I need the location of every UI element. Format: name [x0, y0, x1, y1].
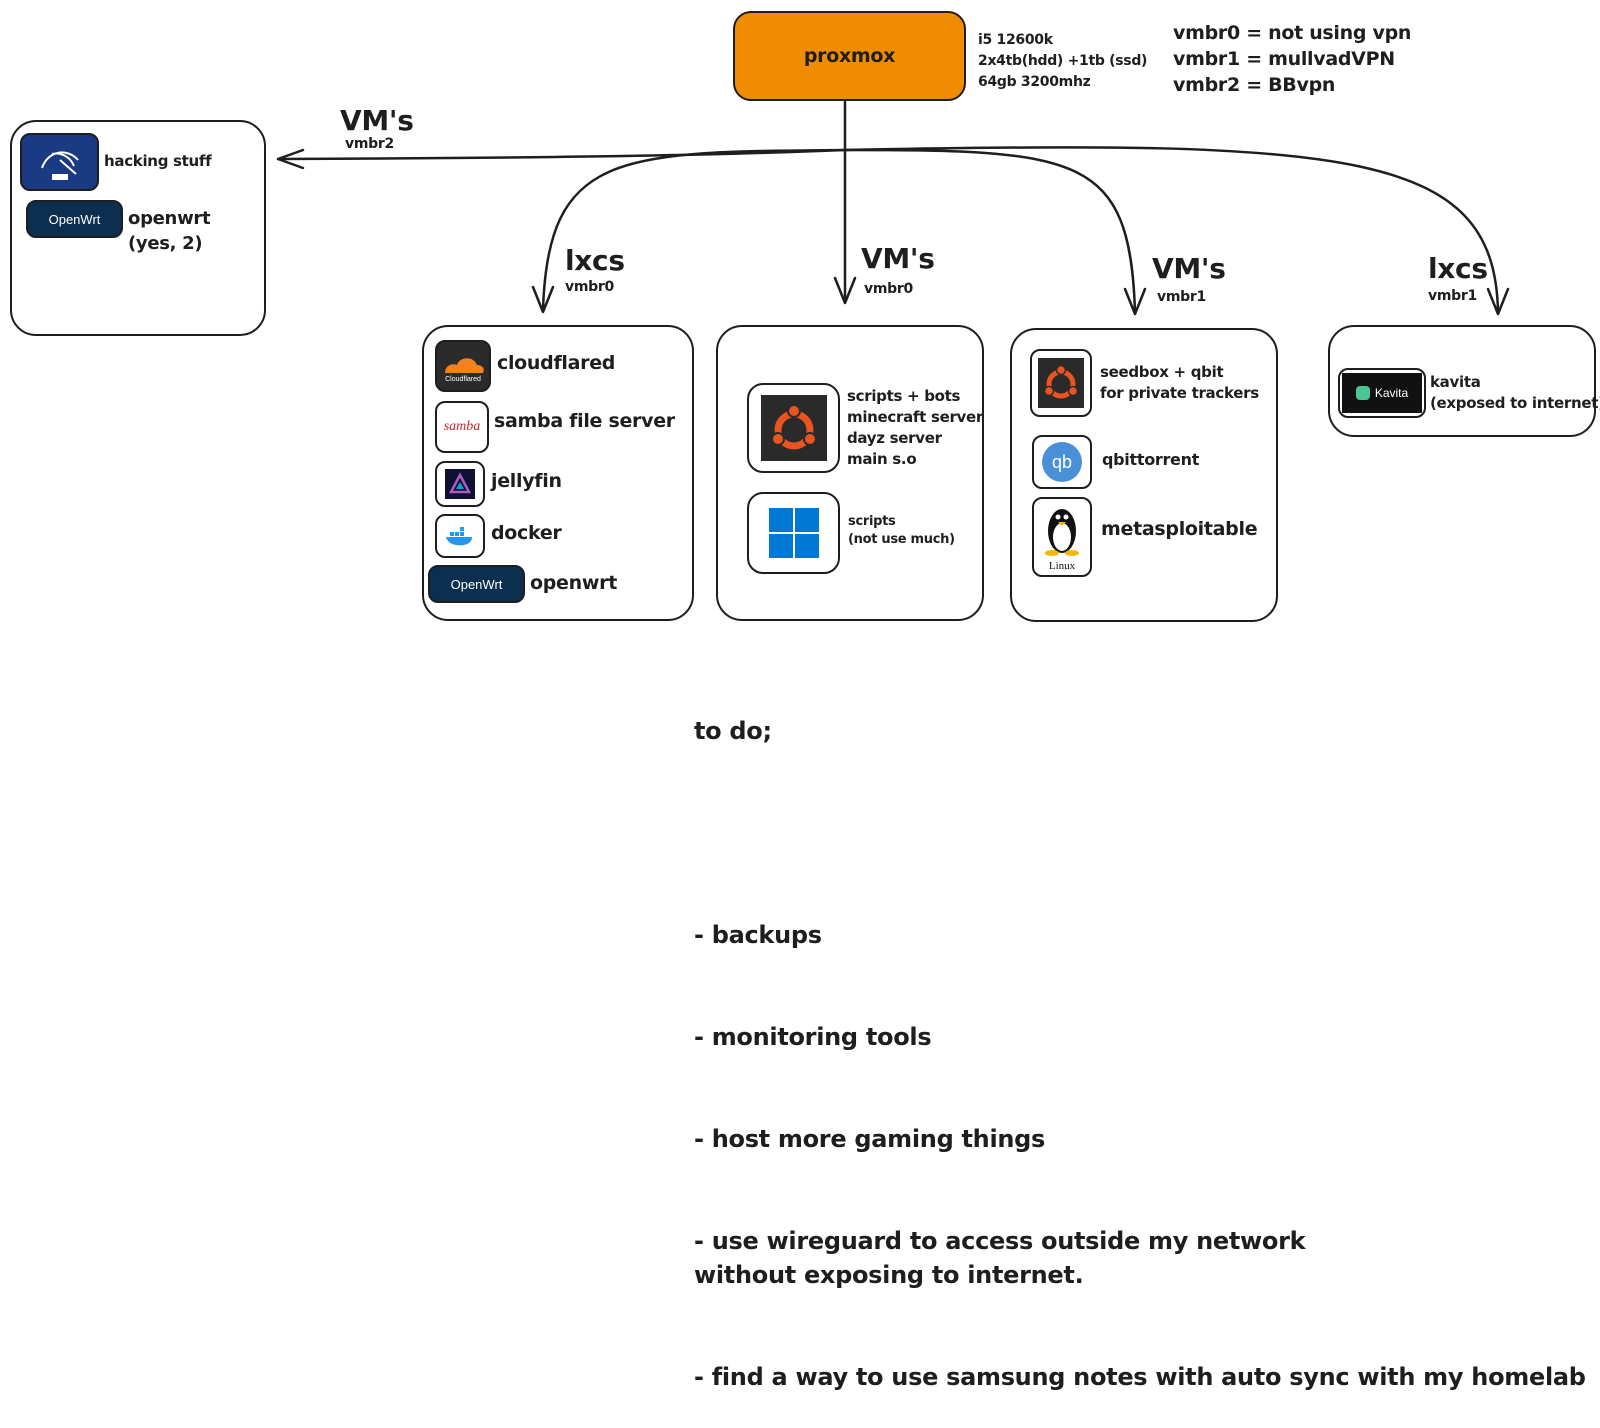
vm-ubuntu-line-2: minecraft server [847, 408, 984, 426]
todo-item: - use wireguard to access outside my net… [694, 1227, 1306, 1289]
proxmox-label: proxmox [803, 45, 896, 67]
left-vms-heading: VM's [340, 104, 414, 137]
edge-to-left-vms [276, 148, 847, 161]
arrowhead-vms-vmbr1 [1123, 287, 1147, 316]
openwrt-logo-text: OpenWrt [450, 576, 503, 592]
spec-cpu: i5 12600k [978, 32, 1053, 48]
todo-list: to do; - backups - monitoring tools - ho… [694, 646, 1586, 1428]
jellyfin-icon [435, 461, 485, 507]
lxc-docker: docker [491, 522, 562, 544]
openwrt-icon: OpenWrt [26, 200, 123, 238]
lxcs-vmbr1-heading: lxcs [1428, 252, 1488, 285]
edge-to-vms-vmbr1 [843, 148, 1137, 314]
samba-icon: samba [435, 401, 489, 453]
vms-vmbr0-heading: VM's [861, 242, 935, 275]
left-vms-item-openwrt-note: (yes, 2) [128, 233, 203, 254]
todo-item: - host more gaming things [694, 1125, 1046, 1153]
todo-item: - monitoring tools [694, 1023, 932, 1051]
vm-seedbox-services: seedbox + qbit for private trackers [1100, 362, 1259, 404]
vm-qbittorrent: qbittorrent [1102, 450, 1200, 469]
left-vms-bridge: vmbr2 [345, 136, 394, 152]
lxc-jellyfin: jellyfin [491, 470, 562, 492]
vm-windows-line-1: scripts [848, 514, 896, 529]
vms-vmbr1-heading: VM's [1152, 252, 1226, 285]
vm-seedbox-line-1: seedbox + qbit [1100, 363, 1224, 381]
cloudflare-logo-text: Cloudflared [445, 376, 481, 383]
openwrt-logo-text: OpenWrt [48, 211, 101, 227]
lxc-samba: samba file server [494, 410, 675, 432]
arrowhead-left-vms [276, 148, 305, 170]
windows-icon [747, 492, 840, 574]
openwrt-icon: OpenWrt [428, 565, 525, 603]
left-vms-item-hacking: hacking stuff [104, 152, 212, 170]
vms-vmbr0-bridge: vmbr0 [864, 281, 913, 297]
kavita-logo-text: Kavita [1374, 386, 1409, 400]
samba-logo-text: samba [443, 419, 481, 434]
lxc-cloudflared: cloudflared [497, 352, 616, 374]
edge-to-lxcs-vmbr1 [843, 146, 1500, 314]
lxc-kavita-line-1: kavita [1430, 373, 1481, 391]
legend-vmbr0: vmbr0 = not using vpn [1173, 22, 1412, 44]
left-vms-item-openwrt: openwrt [128, 208, 211, 229]
kali-linux-icon [20, 133, 99, 191]
legend-vmbr2: vmbr2 = BBvpn [1173, 74, 1336, 96]
qbittorrent-logo-text: qb [1042, 442, 1082, 482]
edge-to-lxcs-vmbr0 [541, 148, 847, 312]
vm-windows-line-2: (not use much) [848, 532, 955, 547]
connector-lines [276, 100, 1510, 316]
vm-ubuntu-services: scripts + bots minecraft server dayz ser… [847, 386, 983, 470]
lxcs-vmbr1-bridge: vmbr1 [1428, 288, 1477, 304]
vm-windows-services: scripts (not use much) [848, 513, 955, 549]
vms-vmbr1-bridge: vmbr1 [1157, 289, 1206, 305]
cloudflare-icon: Cloudflared [435, 340, 491, 392]
lxcs-vmbr0-heading: lxcs [565, 244, 625, 277]
linux-logo-text: Linux [1049, 560, 1076, 572]
vm-ubuntu-line-1: scripts + bots [847, 387, 961, 405]
vm-ubuntu-line-4: main s.o [847, 450, 917, 468]
ubuntu-icon [747, 383, 840, 473]
arrowhead-lxcs-vmbr0 [531, 285, 555, 314]
qbittorrent-icon: qb [1032, 435, 1092, 489]
arrowhead-lxcs-vmbr1 [1486, 287, 1510, 316]
lxc-openwrt: openwrt [530, 572, 617, 594]
lxc-kavita-line-2: (exposed to internet) [1430, 394, 1600, 412]
ubuntu-icon [1030, 349, 1092, 417]
lxc-kavita: kavita (exposed to internet) [1430, 372, 1600, 414]
todo-title: to do; [694, 717, 772, 745]
vms-vmbr0-box [716, 325, 984, 621]
spec-memory: 64gb 3200mhz [978, 74, 1091, 90]
vm-ubuntu-line-3: dayz server [847, 429, 942, 447]
todo-item: - find a way to use samsung notes with a… [694, 1363, 1586, 1391]
bridge-legend: vmbr0 = not using vpn vmbr1 = mullvadVPN… [1173, 20, 1411, 98]
vm-seedbox-line-2: for private trackers [1100, 384, 1259, 402]
todo-item: - backups [694, 921, 822, 949]
spec-storage: 2x4tb(hdd) +1tb (ssd) [978, 53, 1148, 69]
legend-vmbr1: vmbr1 = mullvadVPN [1173, 48, 1395, 70]
proxmox-node: proxmox [733, 11, 966, 101]
lxcs-vmbr0-bridge: vmbr0 [565, 279, 614, 295]
kavita-icon: Kavita [1338, 368, 1426, 418]
linux-tux-icon: Linux [1032, 497, 1092, 577]
vm-metasploitable: metasploitable [1101, 518, 1258, 540]
docker-icon [435, 514, 485, 558]
arrowhead-vms-vmbr0 [833, 276, 857, 305]
proxmox-specs: i5 12600k 2x4tb(hdd) +1tb (ssd) 64gb 320… [978, 30, 1147, 93]
